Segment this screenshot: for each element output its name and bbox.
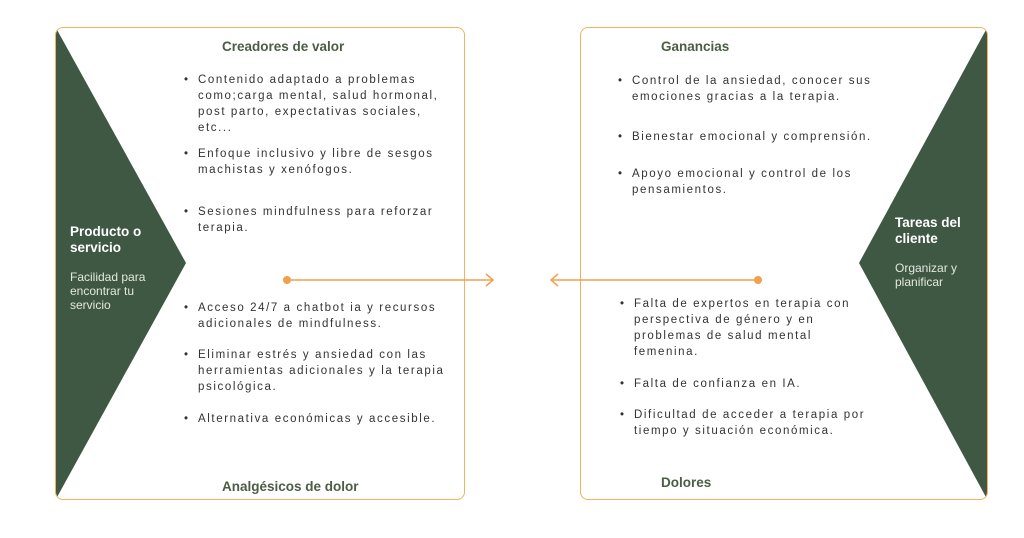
left-arrow-connector: [283, 273, 495, 287]
left-connector-dot: [283, 276, 291, 284]
list-item: Acceso 24/7 a chatbot ia y recursos adic…: [184, 300, 450, 332]
list-item: Eliminar estrés y ansiedad con las herra…: [184, 347, 450, 395]
customer-jobs-title: Tareas del cliente: [895, 215, 961, 246]
list-item: Contenido adaptado a problemas como;carg…: [184, 72, 450, 136]
product-service-chevron: [56, 28, 186, 499]
list-item: Apoyo emocional y control de los pensami…: [618, 166, 878, 198]
value-creators-title: Creadores de valor: [222, 39, 345, 54]
pain-relievers-title: Analgésicos de dolor: [222, 479, 359, 494]
product-service-subtitle: Facilidad para encontrar tu servicio: [70, 270, 146, 312]
list-item: Falta de confianza en IA.: [620, 376, 878, 392]
list-item: Bienestar emocional y comprensión.: [618, 129, 878, 145]
right-connector-dot: [754, 276, 762, 284]
gains-list: Control de la ansiedad, conocer sus emoc…: [618, 73, 878, 198]
product-service-title: Producto o servicio: [70, 224, 142, 255]
customer-jobs-subtitle: Organizar y planificar: [895, 261, 958, 289]
right-arrow-connector: [549, 273, 762, 287]
list-item: Alternativa económicas y accesible.: [184, 411, 450, 427]
customer-jobs-block: Tareas del cliente Organizar y planifica…: [895, 215, 975, 289]
list-item: Dificultad de acceder a terapia por tiem…: [620, 407, 878, 439]
list-item: Falta de expertos en terapia con perspec…: [620, 296, 878, 360]
list-item: Enfoque inclusivo y libre de sesgos mach…: [184, 146, 450, 178]
list-item: Sesiones mindfulness para reforzar terap…: [184, 204, 450, 236]
value-map-panel: Producto o servicio Facilidad para encon…: [55, 27, 465, 500]
pains-title: Dolores: [661, 475, 712, 490]
product-service-block: Producto o servicio Facilidad para encon…: [70, 224, 170, 312]
customer-profile-panel: Tareas del cliente Organizar y planifica…: [580, 27, 988, 500]
gains-title: Ganancias: [661, 39, 730, 54]
value-creators-list: Contenido adaptado a problemas como;carg…: [184, 72, 450, 236]
pains-list: Falta de expertos en terapia con perspec…: [620, 296, 878, 439]
list-item: Control de la ansiedad, conocer sus emoc…: [618, 73, 878, 105]
pain-relievers-list: Acceso 24/7 a chatbot ia y recursos adic…: [184, 300, 450, 427]
customer-jobs-chevron: [859, 28, 987, 499]
